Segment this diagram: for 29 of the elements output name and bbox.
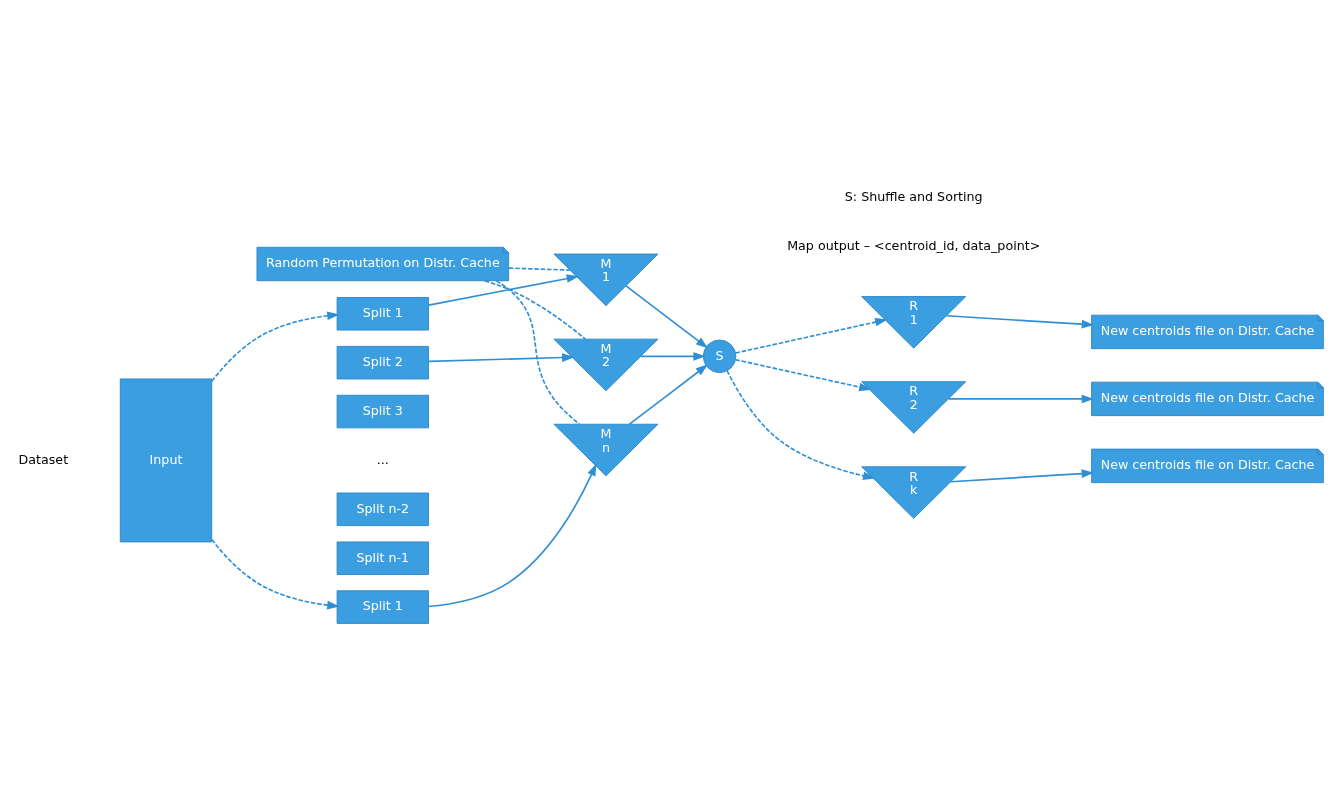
label: S: Shuffle and Sorting: [844, 189, 983, 205]
arrow: [427, 353, 575, 363]
arrow: [628, 364, 709, 426]
node-box: Split 3: [336, 394, 429, 429]
node-circle: S: [702, 339, 737, 374]
node-box: Split n-1: [336, 541, 429, 575]
arrow: [947, 394, 1094, 404]
node-box: Split n-2: [336, 492, 429, 527]
connector: [508, 267, 571, 271]
connector: [495, 280, 581, 425]
node-box: Split 1: [336, 590, 429, 624]
node-box: Split 2: [336, 345, 429, 380]
connector: [483, 279, 587, 340]
node-box: Input: [119, 378, 213, 543]
arrow: [427, 274, 579, 306]
arrow: [734, 317, 888, 354]
arrow: [210, 538, 340, 610]
node-box: Split 1: [336, 297, 429, 331]
label: Map output – <centroid_id, data_point>: [787, 238, 1041, 254]
arrow: [625, 285, 709, 349]
arrow: [734, 358, 872, 392]
arrow: [726, 370, 876, 480]
arrow: [639, 352, 706, 361]
label: ...: [376, 451, 389, 467]
label: Dataset: [18, 451, 69, 467]
arrow: [210, 311, 340, 383]
arrow: [949, 469, 1094, 483]
arrow: [427, 463, 597, 608]
arrow: [945, 314, 1095, 329]
